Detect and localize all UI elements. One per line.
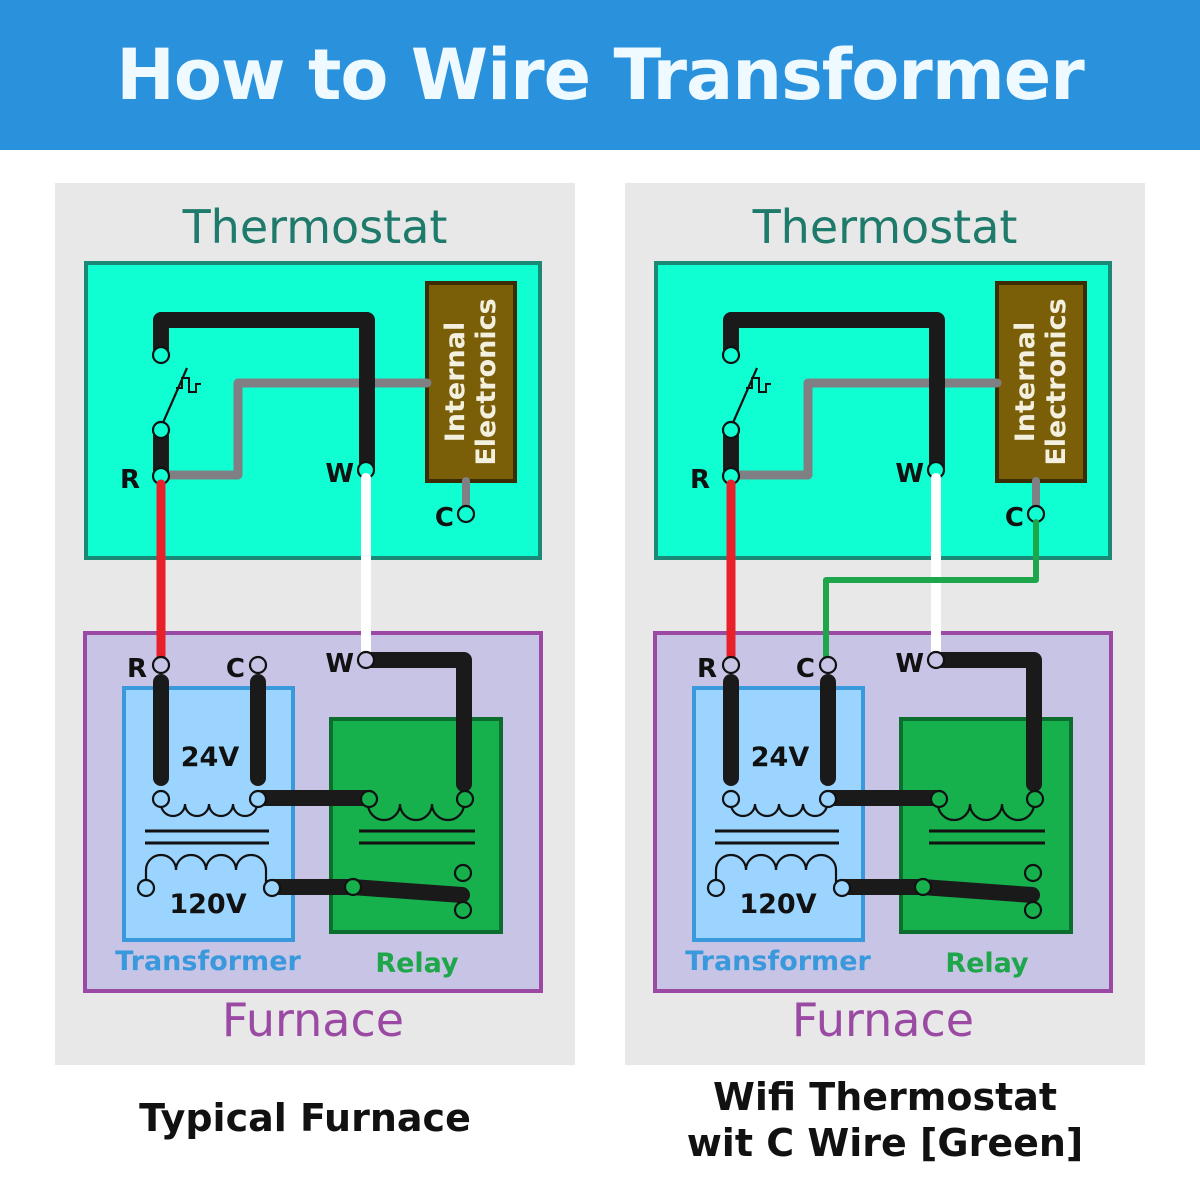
furnace-w-label: W (325, 649, 354, 679)
relay-coil-left-terminal (929, 789, 949, 809)
relay-coil (366, 803, 466, 822)
transformer-secondary-left-terminal (151, 789, 171, 809)
black-wire-primary-to-relay-contact (264, 879, 470, 903)
gray-wire-r-to-electronics (157, 378, 432, 480)
relay-open-terminal (453, 863, 473, 883)
thermostat-w-label: W (325, 459, 354, 489)
thermostat-w-label: W (895, 459, 924, 489)
caption-line-2: wit C Wire [Green] (686, 1121, 1084, 1165)
transformer-secondary-right-terminal (818, 789, 838, 809)
bimetal-symbol (176, 377, 201, 393)
relay-closed-terminal (1023, 900, 1043, 920)
relay-coil-right-terminal (455, 789, 475, 809)
furnace-r-terminal (721, 655, 741, 675)
thermostat-switch-top-terminal (151, 345, 171, 365)
bimetal-symbol (746, 377, 771, 393)
furnace-c-label: C (796, 654, 815, 684)
furnace-label: Furnace (792, 993, 974, 1047)
thermostat-switch-bottom-terminal (151, 420, 171, 440)
primary-voltage-label: 120V (739, 889, 816, 920)
thermostat-r-label: R (120, 465, 140, 495)
furnace-c-terminal (818, 655, 838, 675)
relay-coil-left-terminal (359, 789, 379, 809)
secondary-voltage-label: 24V (181, 742, 240, 773)
furnace-r-terminal (151, 655, 171, 675)
black-wire-primary-to-relay-contact (834, 879, 1040, 903)
internal-electronics-label: InternalElectronics (1010, 298, 1072, 465)
caption-wifi-thermostat: Wifi Thermostat wit C Wire [Green] (600, 1074, 1170, 1166)
furnace-c-label: C (226, 654, 245, 684)
transformer-primary-left-terminal (136, 878, 156, 898)
thermostat-label: Thermostat (182, 200, 448, 254)
relay-label: Relay (375, 948, 459, 979)
transformer-secondary-right-terminal (248, 789, 268, 809)
relay-box (899, 717, 1073, 934)
thermostat-c-label: C (435, 503, 454, 533)
black-wire-switch-to-w (153, 312, 375, 478)
black-wire-w-to-relay (358, 652, 472, 792)
caption-line-1: Wifi Thermostat (712, 1075, 1058, 1119)
black-wire-w-to-relay (928, 652, 1042, 792)
transformer-secondary-coil (159, 803, 259, 818)
relay-open-terminal (1023, 863, 1043, 883)
green-c-wire (823, 519, 1039, 663)
black-wire-switch-to-w (723, 312, 945, 478)
furnace-r-label: R (127, 654, 147, 684)
transformer-label: Transformer (115, 946, 301, 977)
relay-box (329, 717, 503, 934)
furnace-w-label: W (895, 649, 924, 679)
relay-coil (936, 803, 1036, 822)
transformer-secondary-coil (729, 803, 829, 818)
relay-closed-terminal (453, 900, 473, 920)
primary-voltage-label: 120V (169, 889, 246, 920)
transformer-primary-coil (144, 853, 268, 886)
gray-wire-r-to-electronics (727, 378, 1002, 480)
internal-electronics-label: InternalElectronics (440, 298, 502, 465)
relay-common-terminal (343, 877, 363, 897)
transformer-secondary-left-terminal (721, 789, 741, 809)
page-title: How to Wire Transformer (116, 34, 1085, 116)
secondary-voltage-label: 24V (751, 742, 810, 773)
furnace-w-terminal (926, 650, 946, 670)
relay-coil-right-terminal (1025, 789, 1045, 809)
thermostat-c-label: C (1005, 503, 1024, 533)
transformer-label: Transformer (685, 946, 871, 977)
furnace-w-terminal (356, 650, 376, 670)
thermostat-r-label: R (690, 465, 710, 495)
transformer-primary-coil (714, 853, 838, 886)
furnace-r-label: R (697, 654, 717, 684)
caption-typical-furnace: Typical Furnace (139, 1096, 471, 1140)
title-banner: How to Wire Transformer (0, 0, 1200, 150)
relay-label: Relay (945, 948, 1029, 979)
transformer-primary-right-terminal (262, 878, 282, 898)
relay-common-terminal (913, 877, 933, 897)
furnace-c-terminal (248, 655, 268, 675)
thermostat-switch-bottom-terminal (721, 420, 741, 440)
transformer-primary-left-terminal (706, 878, 726, 898)
thermostat-c-terminal (456, 504, 476, 524)
transformer-primary-right-terminal (832, 878, 852, 898)
thermostat-label: Thermostat (752, 200, 1018, 254)
furnace-label: Furnace (222, 993, 404, 1047)
internal-electronics-box (995, 281, 1087, 483)
thermostat-switch-top-terminal (721, 345, 741, 365)
